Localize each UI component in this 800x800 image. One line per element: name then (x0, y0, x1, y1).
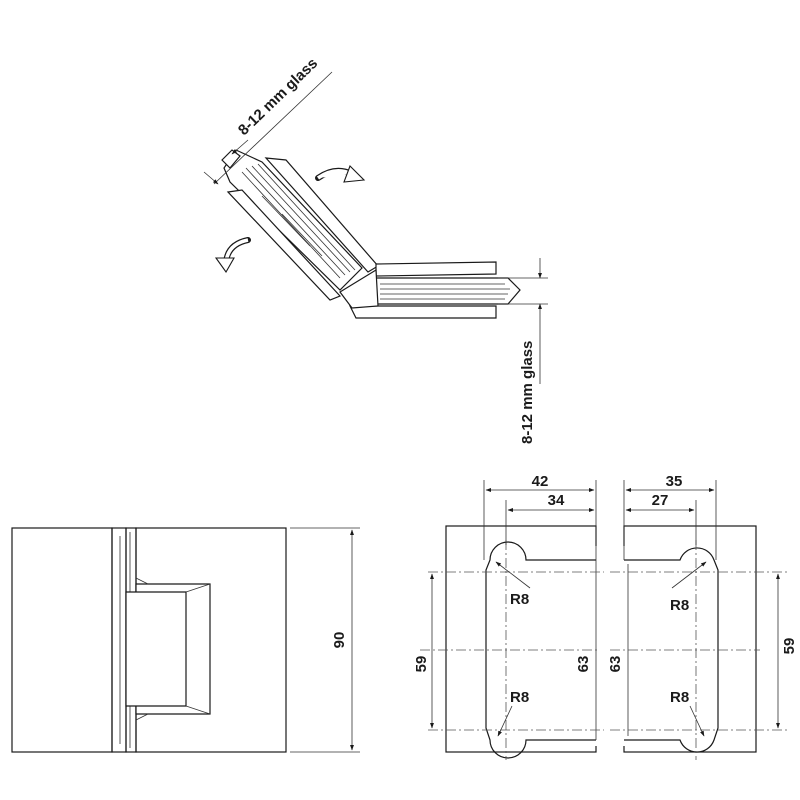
right-width-outer-label: 35 (666, 473, 683, 490)
side-height-label: 90 (331, 632, 348, 649)
right-radius-top-label: R8 (670, 597, 689, 614)
glass-thickness-dimension-angled (203, 71, 333, 185)
right-radius-bottom-label: R8 (670, 689, 689, 706)
left-width-inner-label: 34 (548, 492, 565, 509)
left-slot-height-label: 59 (413, 656, 430, 673)
glass-thickness-label-vertical: 8-12 mm glass (519, 341, 536, 444)
glass-thickness-label-angled: 8-12 mm glass (235, 55, 321, 139)
glass-thickness-dimension-vertical (498, 258, 548, 384)
hinge-isometric-view: 8-12 mm glass 8-12 mm glass (203, 55, 548, 444)
left-radius-top-label: R8 (510, 591, 529, 608)
rotate-arrow-top-icon (315, 165, 366, 183)
right-plate-height-label: 63 (607, 656, 624, 673)
angled-glass-panel (221, 149, 379, 301)
left-mounting-plate: 42 34 R8 R8 59 63 (413, 473, 604, 760)
left-width-outer-label: 42 (532, 473, 549, 490)
right-slot-height-label: 59 (781, 638, 798, 655)
horizontal-glass-panel (339, 261, 521, 319)
rotate-arrow-left-icon (214, 237, 251, 274)
left-radius-bottom-label: R8 (510, 689, 529, 706)
left-plate-height-label: 63 (575, 656, 592, 673)
right-width-inner-label: 27 (652, 492, 669, 509)
right-mounting-plate: 35 27 R8 R8 59 63 (607, 473, 798, 760)
side-view: 90 (11, 527, 360, 753)
